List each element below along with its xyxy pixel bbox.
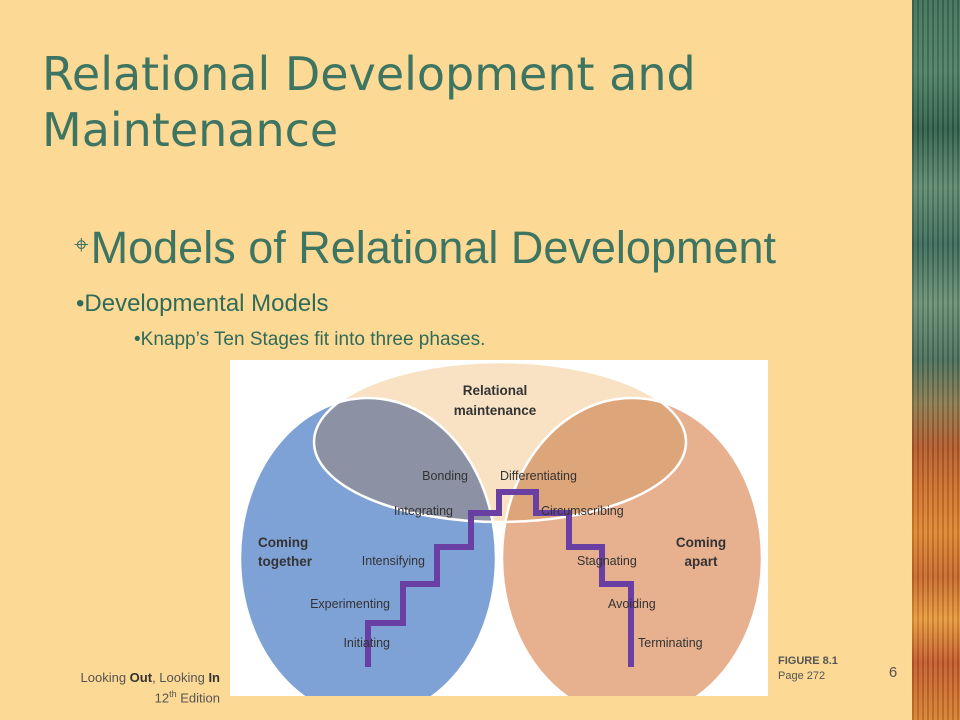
slide-title: Relational Development and Maintenance	[42, 47, 696, 157]
bullet-arrow-icon: ⌖	[74, 229, 89, 259]
stage-experimenting: Experimenting	[310, 597, 390, 611]
book-edition: 12th Edition	[154, 689, 220, 706]
stage-integrating: Integrating	[394, 504, 453, 518]
figure-page: Page 272	[778, 670, 826, 682]
slide-number: 6	[888, 664, 898, 681]
phase-maintenance-line2: maintenance	[454, 403, 537, 418]
phase-together-line2: together	[258, 554, 313, 569]
stage-intensifying: Intensifying	[362, 554, 425, 568]
stage-circumscribing: Circumscribing	[541, 504, 624, 518]
maintenance-circle-outline	[312, 360, 688, 524]
figure-caption: FIGURE 8.1 Page 272	[778, 654, 838, 684]
book-title: Looking Out, Looking In	[80, 670, 220, 685]
decorative-texture-strip	[912, 0, 960, 720]
phase-apart-line1: Coming	[676, 535, 726, 550]
phase-together-line1: Coming	[258, 535, 308, 550]
bullet-level3: •Knapp’s Ten Stages fit into three phase…	[134, 329, 486, 350]
stage-terminating: Terminating	[638, 636, 703, 650]
book-footer: Looking Out, Looking In 12th Edition	[46, 670, 220, 706]
stage-bonding: Bonding	[422, 469, 468, 483]
stage-avoiding: Avoiding	[608, 597, 656, 611]
knapp-stages-diagram: Relational maintenance Coming together C…	[238, 360, 764, 696]
apart-circle-outline	[500, 396, 764, 696]
bullet-level1-text: Models of Relational Development	[90, 222, 777, 273]
phase-apart-line2: apart	[684, 554, 718, 569]
phase-maintenance-line1: Relational	[463, 383, 528, 398]
stage-stagnating: Stagnating	[577, 554, 637, 568]
stage-initiating: Initiating	[343, 636, 390, 650]
bullet-level2: •Developmental Models	[76, 290, 329, 317]
figure-number: FIGURE 8.1	[778, 655, 838, 667]
knapp-stages-figure: Relational maintenance Coming together C…	[230, 360, 768, 696]
stage-staircase	[365, 489, 634, 667]
together-circle-outline	[238, 396, 498, 696]
bullet-level1: ⌖Models of Relational Development	[74, 222, 776, 274]
stage-differentiating: Differentiating	[500, 469, 577, 483]
